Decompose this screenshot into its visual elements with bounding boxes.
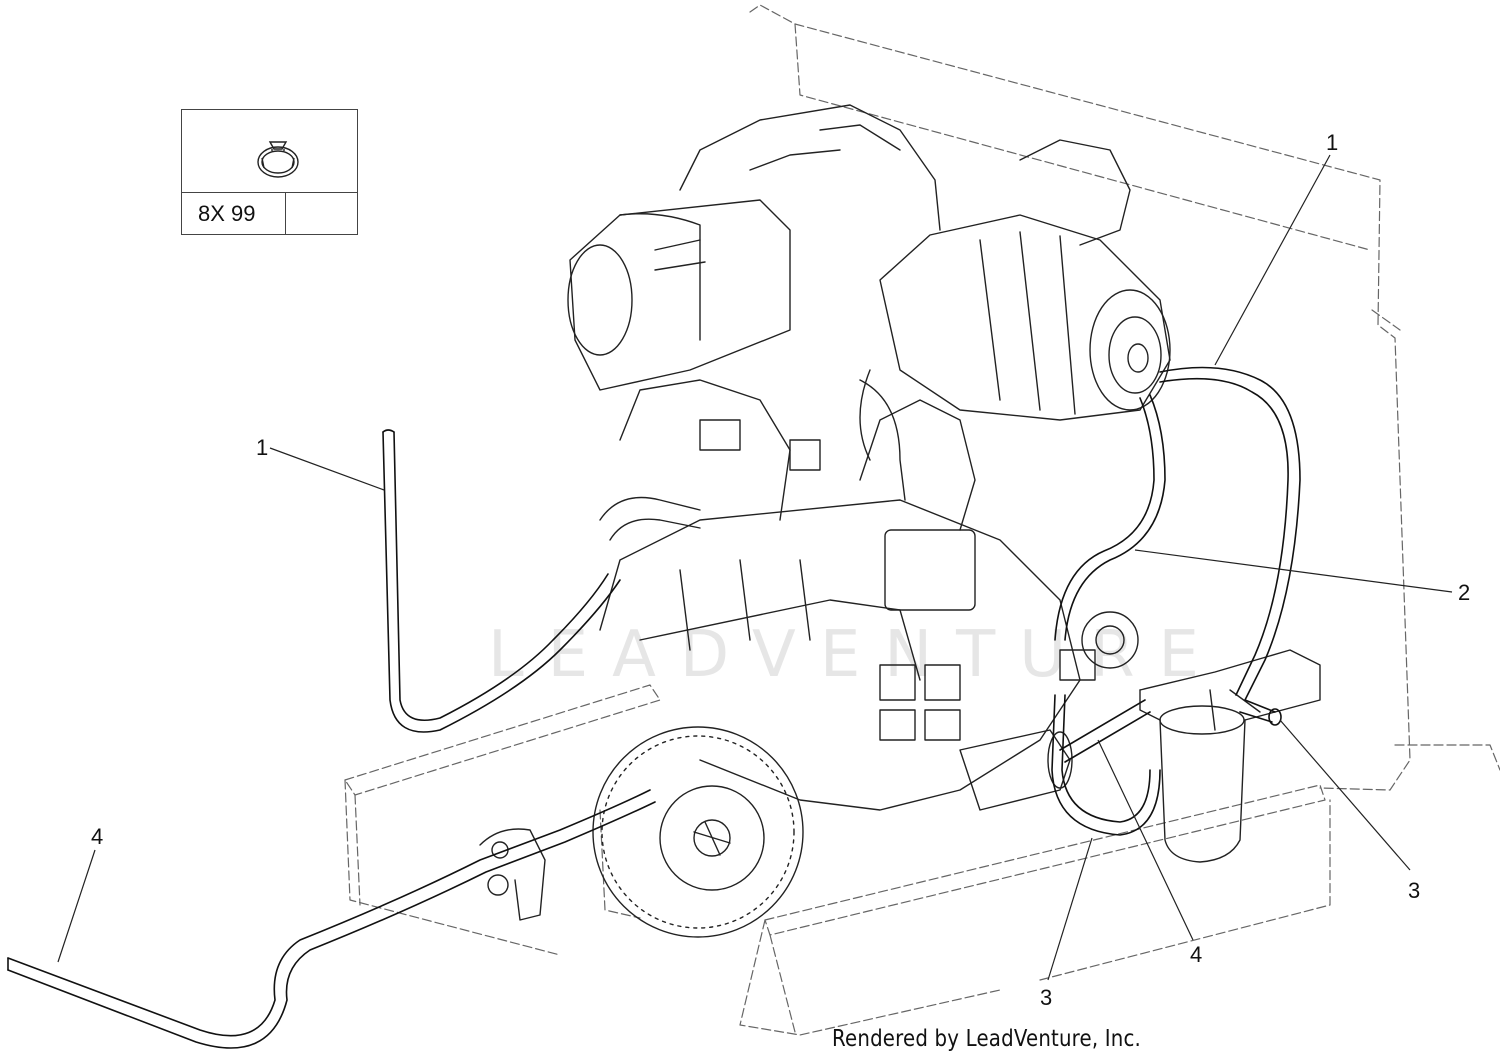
hose-3-installed	[1051, 694, 1161, 836]
callout-3-bottom: 3	[1040, 985, 1052, 1010]
hose-3-right	[1239, 699, 1282, 726]
leader-1-left	[269, 447, 385, 491]
callout-3-right: 3	[1408, 878, 1420, 903]
footer-credit: Rendered by LeadVenture, Inc.	[832, 1026, 1142, 1052]
hose-4-left	[7, 789, 656, 1049]
electrical-blocks	[879, 664, 961, 741]
callout-1-right: 1	[1326, 130, 1338, 155]
leader-4-center	[1097, 739, 1194, 941]
hose-1-left	[382, 429, 621, 733]
hardware-quantity-label: 8X 99	[182, 192, 286, 234]
base-frame	[344, 684, 1331, 1036]
hose-4-installed	[1059, 699, 1151, 763]
leader-2	[1134, 549, 1453, 593]
leader-1-right	[1214, 154, 1331, 366]
leader-3-right	[1279, 719, 1411, 871]
hose-2-installed	[1054, 394, 1166, 641]
hardware-box-divider	[286, 192, 357, 193]
engine-mount-bracket	[479, 828, 546, 921]
alternator	[567, 199, 791, 391]
callout-2: 2	[1458, 580, 1470, 605]
air-filter	[859, 214, 1171, 501]
intake-tube	[599, 496, 701, 541]
leader-4-left	[57, 849, 96, 963]
upper-housing	[679, 104, 1131, 246]
callout-4-left: 4	[91, 824, 103, 849]
fuel-filter	[1139, 649, 1321, 863]
hose-1-installed	[1159, 366, 1301, 701]
flywheel-housing	[592, 726, 804, 938]
callout-1-left: 1	[256, 435, 268, 460]
engine-block	[599, 379, 1081, 811]
fuel-pump	[1059, 611, 1139, 681]
starter-motor	[959, 729, 1073, 811]
leader-3-bottom	[1047, 837, 1093, 981]
mounting-plate	[749, 4, 1500, 791]
hose-clamp-icon	[257, 141, 299, 178]
hardware-callout-box: 8X 99	[181, 109, 358, 235]
callout-4-center: 4	[1190, 942, 1202, 967]
